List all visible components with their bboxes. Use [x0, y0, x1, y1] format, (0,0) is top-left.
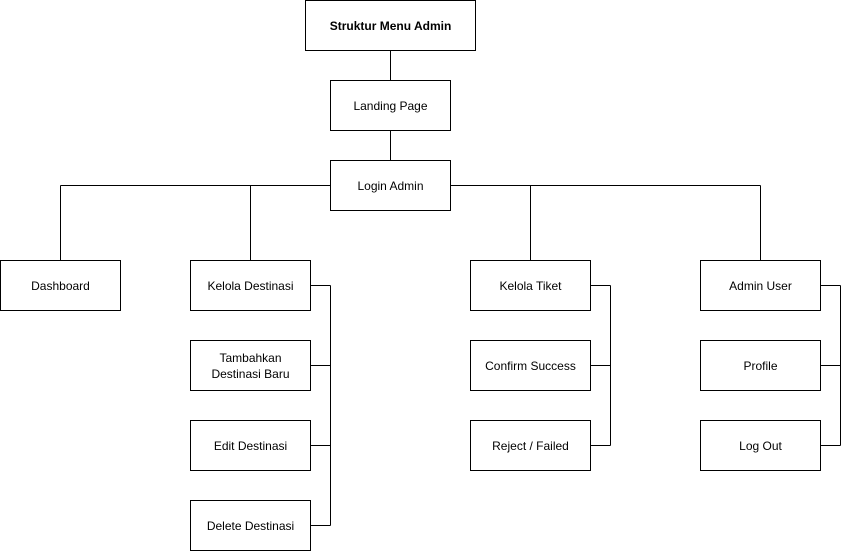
dashboard-node: Dashboard: [0, 260, 121, 311]
delete-destinasi-node: Delete Destinasi: [190, 500, 311, 551]
tambah-destinasi-node: Tambahkan Destinasi Baru: [190, 340, 311, 391]
reject-failed-node: Reject / Failed: [470, 420, 591, 471]
confirm-success-node: Confirm Success: [470, 340, 591, 391]
root-node: Struktur Menu Admin: [305, 0, 476, 51]
profile-node: Profile: [700, 340, 821, 391]
log-out-node: Log Out: [700, 420, 821, 471]
kelola-destinasi-node: Kelola Destinasi: [190, 260, 311, 311]
edit-destinasi-node: Edit Destinasi: [190, 420, 311, 471]
login-admin-node: Login Admin: [330, 160, 451, 211]
admin-user-node: Admin User: [700, 260, 821, 311]
landing-page-node: Landing Page: [330, 80, 451, 131]
kelola-tiket-node: Kelola Tiket: [470, 260, 591, 311]
